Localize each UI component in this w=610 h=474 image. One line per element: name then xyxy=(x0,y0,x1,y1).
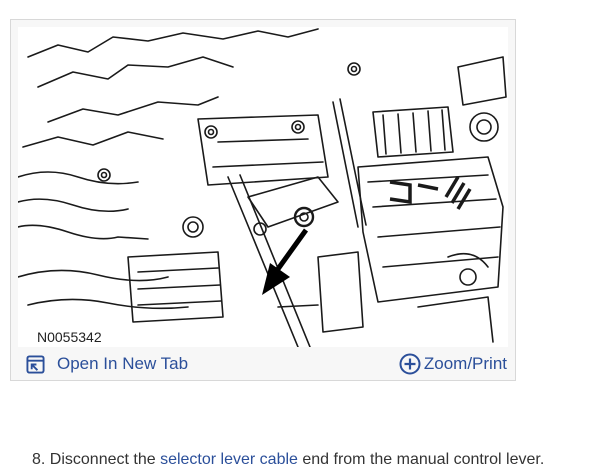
open-in-new-tab-label: Open In New Tab xyxy=(57,354,189,373)
diagram-image: N0055342 xyxy=(18,27,508,347)
zoom-print-label: Zoom/Print xyxy=(423,354,507,373)
plus-circle-icon xyxy=(399,353,421,375)
figure-label: N0055342 xyxy=(37,329,102,345)
figure-card: N0055342 Open In New Tab Zoom/Print xyxy=(10,19,516,381)
step-prefix: 8. Disconnect the xyxy=(32,451,161,468)
pointer-arrow xyxy=(262,228,309,295)
instruction-step: 8. Disconnect the selector lever cable e… xyxy=(32,451,544,469)
open-in-new-tab-button[interactable]: Open In New Tab xyxy=(26,354,188,374)
open-new-tab-icon xyxy=(26,354,45,374)
step-suffix: end from the manual control lever. xyxy=(297,451,545,468)
transmission-line-drawing xyxy=(18,28,507,347)
zoom-print-button[interactable]: Zoom/Print xyxy=(399,353,507,375)
figure-toolbar: Open In New Tab Zoom/Print xyxy=(11,350,515,380)
selector-lever-cable-link[interactable]: selector lever cable xyxy=(160,451,298,468)
